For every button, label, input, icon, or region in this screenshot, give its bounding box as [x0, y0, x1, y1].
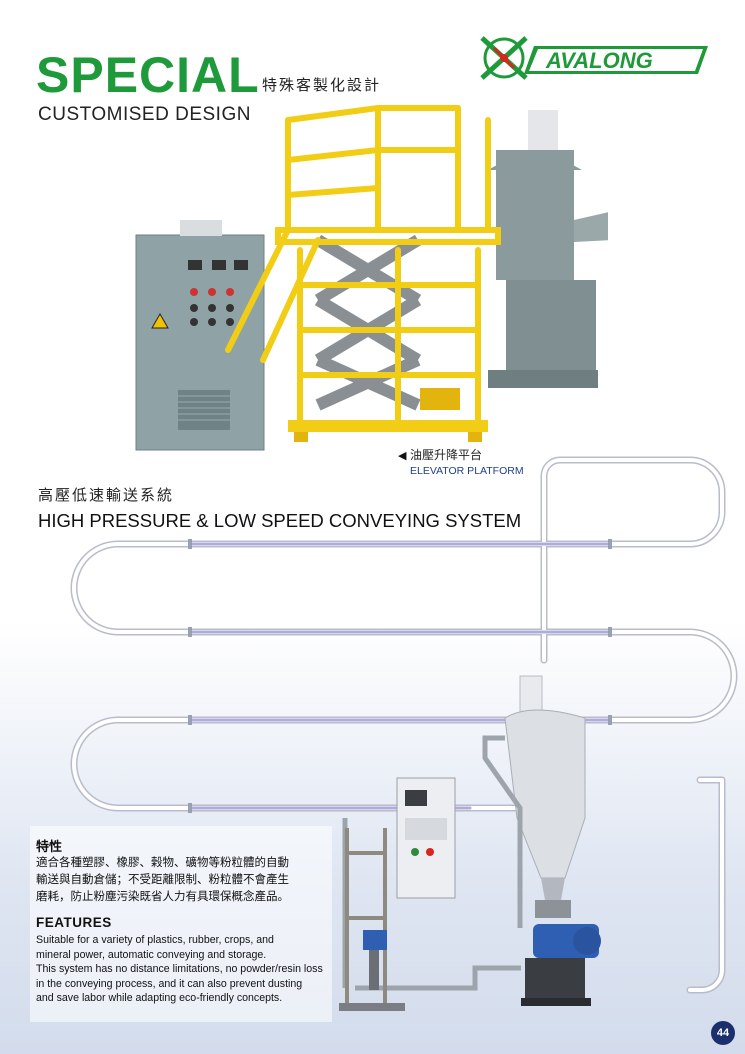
conveying-system-machine-image — [339, 675, 601, 1011]
logo-emblem-icon — [480, 36, 528, 80]
features-en-line: Suitable for a variety of plastics, rubb… — [36, 934, 274, 946]
section-title: HIGH PRESSURE & LOW SPEED CONVEYING SYST… — [38, 510, 522, 531]
caption-chinese: 油壓升降平台 — [409, 448, 482, 462]
caption-english: ELEVATOR PLATFORM — [410, 465, 524, 477]
features-en-line: and save labor while adapting eco-friend… — [36, 992, 283, 1004]
features-en-line: mineral power, automatic conveying and s… — [36, 948, 267, 961]
features-zh-line: 磨耗，防止粉塵污染既省人力有具環保概念產品。 — [36, 889, 289, 903]
page-title-chinese: 特殊客製化設計 — [262, 76, 382, 94]
figure-caption-elevator: ◀ 油壓升降平台 ELEVATOR PLATFORM — [398, 446, 524, 477]
page-title: SPECIAL — [36, 47, 260, 103]
page-number-badge: 44 — [711, 1021, 735, 1045]
features-title: FEATURES — [36, 915, 112, 930]
features-zh-line: 輸送與自動倉儲；不受距離限制、粉粒體不會產生 — [36, 872, 289, 886]
features-title-chinese: 特性 — [36, 840, 63, 855]
features-en-line: This system has no distance limitations,… — [36, 963, 323, 975]
avalong-logo: AVALONG — [480, 36, 708, 80]
features-zh-line: 適合各種塑膠、橡膠、榖物、礦物等粉粒體的自動 — [36, 855, 289, 869]
features-en-line: in the conveying process, and it can als… — [36, 977, 303, 990]
section-title-chinese: 高壓低速輸送系統 — [38, 486, 175, 504]
features-text: Suitable for a variety of plastics, rubb… — [36, 933, 336, 1006]
caption-arrow-icon: ◀ — [398, 449, 410, 462]
features-panel — [30, 826, 332, 1022]
page-subtitle: CUSTOMISED DESIGN — [38, 104, 251, 125]
svg-text:AVALONG: AVALONG — [545, 48, 653, 73]
features-text-chinese: 適合各種塑膠、橡膠、榖物、礦物等粉粒體的自動 輸送與自動倉儲；不受距離限制、粉粒… — [36, 854, 336, 905]
elevator-platform-machine-image — [135, 105, 608, 451]
